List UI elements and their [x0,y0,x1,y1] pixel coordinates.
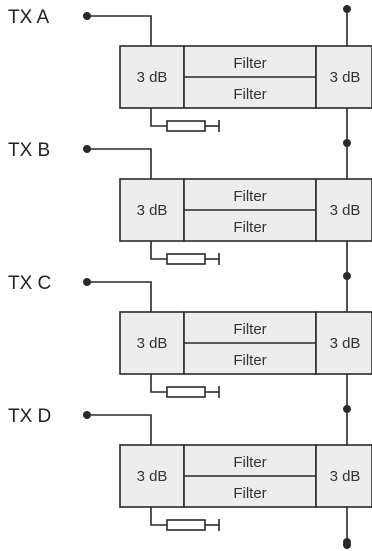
load-wire-tx-d [150,507,167,526]
right-hybrid-box-tx-a [315,45,372,109]
load-wire-tx-c [150,374,167,393]
filter-lower-label-tx-c: Filter [233,352,266,369]
filter-lower-label-tx-b: Filter [233,219,266,236]
right-hybrid-label-tx-a: 3 dB [330,69,361,86]
filter-upper-label-tx-a: Filter [233,55,266,72]
filter-upper-label-tx-b: Filter [233,188,266,205]
right-hybrid-box-tx-b [315,178,372,242]
left-hybrid-label-tx-d: 3 dB [137,468,168,485]
left-hybrid-box-tx-d [119,444,185,508]
input-label-tx-a: TX A [8,7,50,28]
left-hybrid-box-tx-a [119,45,185,109]
right-hybrid-box-tx-d [315,444,372,508]
input-label-tx-d: TX D [8,406,51,427]
load-wire-tx-a [150,108,167,127]
termination-resistor-tx-d [166,519,206,531]
bus-junction-tx-b [343,272,351,280]
termination-resistor-tx-c [166,386,206,398]
bus-junction-tx-c [343,405,351,413]
termination-resistor-tx-a [166,120,206,132]
left-hybrid-label-tx-c: 3 dB [137,335,168,352]
right-hybrid-label-tx-b: 3 dB [330,202,361,219]
termination-resistor-tx-b [166,253,206,265]
left-hybrid-label-tx-b: 3 dB [137,202,168,219]
input-wire-tx-d [87,414,152,445]
right-hybrid-box-tx-c [315,311,372,375]
left-hybrid-box-tx-b [119,178,185,242]
output-top-terminal [343,5,351,13]
load-wire-tx-b [150,241,167,260]
right-hybrid-label-tx-c: 3 dB [330,335,361,352]
bus-junction-tx-a [343,139,351,147]
input-wire-tx-a [87,15,152,46]
filter-upper-label-tx-c: Filter [233,321,266,338]
filter-lower-label-tx-a: Filter [233,86,266,103]
input-label-tx-b: TX B [8,140,50,161]
input-wire-tx-c [87,281,152,312]
filter-lower-label-tx-d: Filter [233,485,266,502]
input-wire-tx-b [87,148,152,179]
bus-junction-tx-d [343,538,351,546]
filter-upper-label-tx-d: Filter [233,454,266,471]
input-label-tx-c: TX C [8,273,51,294]
left-hybrid-label-tx-a: 3 dB [137,69,168,86]
left-hybrid-box-tx-c [119,311,185,375]
right-hybrid-label-tx-d: 3 dB [330,468,361,485]
